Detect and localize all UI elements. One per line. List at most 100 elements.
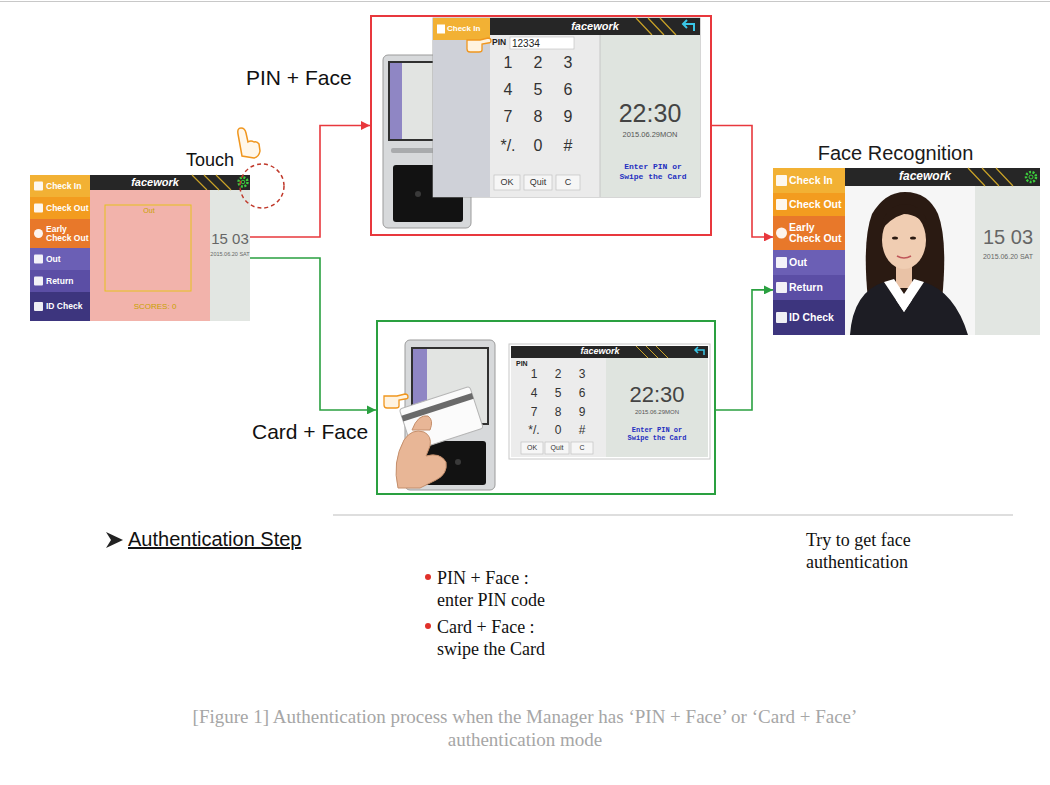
screen-title: facework xyxy=(570,345,630,358)
keypad-key: 1 xyxy=(523,366,545,384)
kiosk-screen xyxy=(776,228,787,239)
menu-button-text: ID Check xyxy=(789,300,845,335)
status-text: Out xyxy=(133,205,165,216)
panel-heading: Face Recognition xyxy=(808,141,983,165)
keypad-key: OK xyxy=(521,442,543,454)
kiosk-screen xyxy=(773,216,845,250)
clock-time: 22:30 xyxy=(607,382,707,408)
pointer-hand xyxy=(384,394,408,408)
kiosk-screen xyxy=(30,175,90,197)
card-in-hand xyxy=(401,393,473,422)
menu-button-text: Return xyxy=(789,275,845,300)
bullet-text: Card + Face : swipe the Card xyxy=(437,613,559,663)
kiosk-screen xyxy=(773,250,845,275)
keypad-key: */. xyxy=(495,134,521,158)
keypad-screen xyxy=(494,175,520,190)
keypad-screen xyxy=(509,344,710,459)
kiosk-screen xyxy=(34,229,43,238)
keypad-screen xyxy=(433,18,490,40)
keypad-key: 1 xyxy=(495,51,521,75)
section-rule xyxy=(333,515,1013,516)
keypad-key: 9 xyxy=(571,404,593,422)
kiosk-screen xyxy=(105,205,191,291)
terminal-device xyxy=(455,459,461,465)
kiosk-screen xyxy=(773,193,845,216)
face-portrait xyxy=(892,236,898,239)
keypad-key: 6 xyxy=(571,385,593,403)
menu-button-text: Check Out xyxy=(789,193,845,216)
face-recognition-screen: Face RecognitionfaceworkCheck InCheck Ou… xyxy=(773,168,1040,335)
kiosk-screen xyxy=(773,168,845,193)
keypad-screen xyxy=(433,40,490,197)
face-portrait xyxy=(850,192,968,335)
kiosk-screen xyxy=(192,175,231,190)
bullet-dot xyxy=(425,623,431,629)
kiosk-screen xyxy=(776,257,787,268)
keypad-key: 3 xyxy=(571,366,593,384)
keypad-screen xyxy=(695,347,704,355)
keypad-screen xyxy=(433,18,700,197)
kiosk-screen xyxy=(34,182,43,312)
kiosk-screen xyxy=(1029,175,1033,179)
touch-highlight xyxy=(240,164,284,208)
section-heading: Authentication Step xyxy=(128,526,338,552)
keypad-key: # xyxy=(555,134,581,158)
keypad-screen xyxy=(521,442,543,454)
kiosk-screen xyxy=(34,302,43,311)
keypad-key: Quit xyxy=(524,175,552,190)
kiosk-screen xyxy=(30,248,90,270)
keypad-key: 5 xyxy=(525,78,551,102)
keypad-key: 0 xyxy=(525,134,551,158)
keypad-screen xyxy=(490,18,700,35)
keypad-screen xyxy=(437,25,445,34)
menu-button-text: ID Check xyxy=(46,292,90,321)
keypad-key: 3 xyxy=(555,51,581,75)
keypad-key: 4 xyxy=(523,385,545,403)
keypad-screen xyxy=(571,442,593,454)
keypad-key: Quit xyxy=(545,442,569,454)
flow-arrow xyxy=(250,258,376,410)
kiosk-screen xyxy=(1026,172,1036,182)
kiosk-screen xyxy=(773,168,1040,335)
flow-arrow xyxy=(250,126,370,238)
kiosk-screen xyxy=(30,292,90,321)
menu-button-text: Early Check Out xyxy=(46,219,90,248)
kiosk-screen xyxy=(776,175,787,323)
keypad-key: OK xyxy=(494,175,520,190)
menu-button-text: Check In xyxy=(447,18,490,40)
keypad-screen xyxy=(511,358,606,457)
figure-caption: [Figure 1] Authentication process when t… xyxy=(145,704,905,754)
edge-label: Card + Face xyxy=(252,418,374,446)
kiosk-screen-node: faceworkCheck InCheck OutEarly Check Out… xyxy=(30,175,250,321)
clock-date: 2015.06.20 SAT xyxy=(976,252,1040,262)
keypad-screen xyxy=(600,35,700,197)
card-in-hand xyxy=(396,431,446,488)
pin-face-panel: Check InfaceworkPIN12334123456789*/.0#OK… xyxy=(370,15,712,236)
menu-button-text: Check Out xyxy=(46,197,90,219)
kiosk-screen xyxy=(34,182,43,191)
clock-date: 2015.06.20 SAT xyxy=(209,250,251,259)
clock-date: 2015.06.29MON xyxy=(602,130,698,140)
touch-hand xyxy=(238,128,260,158)
pin-value: 12334 xyxy=(512,37,572,49)
menu-button-text: Return xyxy=(46,270,90,292)
keypad-key: C xyxy=(556,175,580,190)
keypad-key: 7 xyxy=(495,105,521,129)
keypad-key: 2 xyxy=(547,366,569,384)
keypad-screen xyxy=(433,18,700,197)
face-portrait xyxy=(884,279,924,312)
bullet-dot xyxy=(425,574,431,580)
menu-button-text: Check In xyxy=(789,168,845,193)
keypad-key: 6 xyxy=(555,78,581,102)
keypad-screen xyxy=(556,175,580,190)
card-face-panel: faceworkPIN123456789*/.0#OKQuitC22:30201… xyxy=(376,320,716,495)
screen-title: facework xyxy=(555,18,635,35)
callout-text: Touch xyxy=(186,150,244,172)
note-text: Try to get face authentication xyxy=(806,526,976,576)
kiosk-screen xyxy=(773,300,845,335)
prompt-text: Enter PIN or Swipe the Card xyxy=(613,158,693,186)
card-in-hand xyxy=(412,416,432,430)
